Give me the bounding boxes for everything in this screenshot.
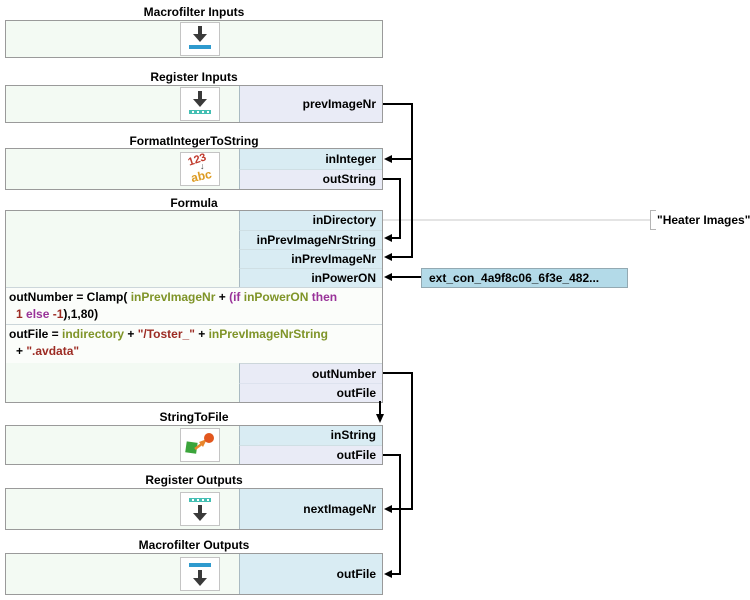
macrofilter-output-icon (180, 557, 220, 591)
port-in-prev-image-nr[interactable]: inPrevImageNr (239, 249, 382, 268)
port-next-image-nr[interactable]: nextImageNr (239, 489, 382, 529)
arrowhead-in-integer (384, 155, 392, 163)
block-register-outputs[interactable]: nextImageNr (5, 488, 383, 530)
constant-bracket (650, 210, 656, 230)
arrowhead-in-prev-image-nr-string (384, 234, 392, 242)
arrowhead-in-prev-image-nr (384, 253, 392, 261)
register-input-icon (180, 87, 220, 121)
letters-abc-glyph: abc (189, 167, 213, 185)
wire-out-string (383, 178, 401, 239)
block-title-macrofilter-outputs: Macrofilter Outputs (138, 538, 250, 552)
register-output-icon (180, 492, 220, 526)
port-out-number[interactable]: outNumber (239, 363, 382, 383)
block-title-formula: Formula (170, 196, 218, 210)
wire-out-number (383, 372, 413, 510)
port-in-string[interactable]: inString (239, 426, 382, 445)
port-out-file-string-to-file[interactable]: outFile (239, 445, 382, 464)
port-prev-image-nr[interactable]: prevImageNr (239, 86, 382, 122)
digits-123-glyph: 123 (186, 151, 208, 169)
block-string-to-file[interactable]: inString outFile (5, 425, 383, 465)
port-in-prev-image-nr-string[interactable]: inPrevImageNrString (239, 230, 382, 249)
formula-line: 1 else -1),1,80) (16, 307, 99, 321)
format-integer-to-string-icon: 123 ↓ abc (180, 151, 220, 186)
block-formula[interactable]: inDirectory inPrevImageNrString inPrevIm… (5, 210, 383, 403)
external-connector-badge[interactable]: ext_con_4a9f8c06_6f3e_482... (421, 268, 628, 288)
constant-value-label[interactable]: "Heater Images" (657, 213, 750, 227)
formula-line: + ".avdata" (16, 344, 80, 358)
block-title-format-integer-to-string: FormatIntegerToString (129, 134, 259, 148)
block-format-integer-to-string[interactable]: 123 ↓ abc inInteger outString (5, 148, 383, 190)
block-register-inputs[interactable]: prevImageNr (5, 85, 383, 123)
formula-line: outFile = indirectory + "/Toster_" + inP… (9, 327, 328, 341)
wire-prev-image-nr (383, 103, 413, 258)
formula-expression-out-file[interactable]: outFile = indirectory + "/Toster_" + inP… (6, 324, 382, 363)
wire-out-file (383, 454, 401, 575)
arrowhead-next-image-nr (384, 505, 392, 513)
port-in-directory[interactable]: inDirectory (239, 211, 382, 230)
tiny-down-arrow-icon: ↓ (200, 161, 205, 171)
block-macrofilter-outputs[interactable]: outFile (5, 553, 383, 595)
block-title-macrofilter-inputs: Macrofilter Inputs (143, 5, 245, 19)
block-title-register-outputs: Register Outputs (145, 473, 243, 487)
arrowhead-in-power-on (384, 273, 392, 281)
arrowhead-out-file (384, 570, 392, 578)
block-title-register-inputs: Register Inputs (150, 70, 238, 84)
formula-expression-out-number[interactable]: outNumber = Clamp( inPrevImageNr + (if i… (6, 287, 382, 324)
macrofilter-input-icon (180, 22, 220, 56)
port-in-integer[interactable]: inInteger (239, 149, 382, 169)
port-out-string[interactable]: outString (239, 169, 382, 189)
block-title-string-to-file: StringToFile (159, 410, 229, 424)
port-out-file[interactable]: outFile (239, 383, 382, 402)
string-to-file-icon (180, 428, 220, 462)
port-out-file-macrofilter[interactable]: outFile (239, 554, 382, 594)
formula-line: outNumber = Clamp( inPrevImageNr + (if i… (9, 290, 338, 304)
port-in-power-on[interactable]: inPowerON (239, 268, 382, 287)
block-macrofilter-inputs[interactable] (5, 20, 383, 58)
